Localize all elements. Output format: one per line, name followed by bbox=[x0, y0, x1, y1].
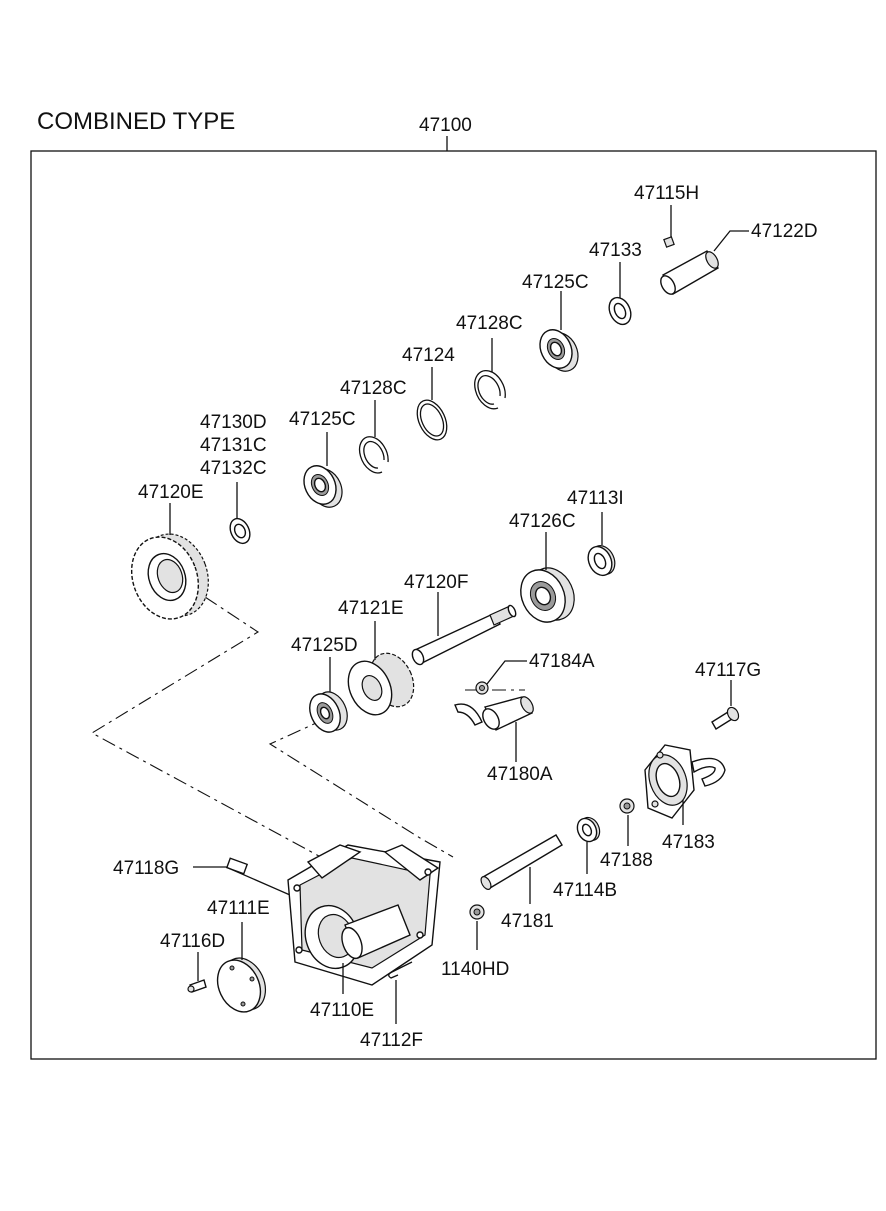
label-47112F: 47112F bbox=[360, 1030, 423, 1051]
assembly-frame bbox=[30, 150, 877, 1060]
label-47125C-lower: 47125C bbox=[289, 409, 356, 430]
part-47125C-lower-bearing[interactable] bbox=[298, 461, 348, 513]
label-47121E: 47121E bbox=[338, 598, 404, 619]
label-47125C-upper: 47125C bbox=[522, 272, 589, 293]
part-47128C-lower-snap-ring[interactable] bbox=[358, 436, 389, 474]
label-47122D: 47122D bbox=[751, 221, 818, 242]
part-47111E-cover[interactable] bbox=[209, 951, 273, 1019]
part-47188-plug[interactable] bbox=[619, 798, 635, 814]
label-47132C: 47132C bbox=[200, 458, 267, 479]
assembly-number-label: 47100 bbox=[419, 115, 472, 136]
part-47133[interactable] bbox=[605, 294, 635, 328]
part-47120F-shaft[interactable] bbox=[410, 604, 517, 666]
diagram-title: COMBINED TYPE bbox=[37, 108, 235, 135]
part-47116D-screw[interactable] bbox=[187, 979, 207, 993]
part-47130D-washer[interactable] bbox=[226, 515, 253, 546]
label-47118G: 47118G bbox=[113, 858, 179, 879]
label-47120F: 47120F bbox=[404, 572, 468, 593]
part-47128C-upper-snap-ring[interactable] bbox=[474, 369, 506, 410]
label-47181: 47181 bbox=[501, 911, 554, 932]
label-1140HD: 1140HD bbox=[441, 959, 509, 980]
label-47117G: 47117G bbox=[695, 660, 761, 681]
label-47188: 47188 bbox=[600, 850, 653, 871]
part-47110E-housing[interactable] bbox=[287, 844, 441, 986]
label-47125D: 47125D bbox=[291, 635, 358, 656]
part-47181-rod[interactable] bbox=[479, 834, 563, 891]
part-47125C-upper-bearing[interactable] bbox=[534, 325, 584, 377]
label-47113I: 47113I bbox=[567, 488, 624, 509]
part-47183-cover[interactable] bbox=[642, 744, 726, 819]
label-47128C-upper: 47128C bbox=[456, 313, 523, 334]
part-47113I-seal[interactable] bbox=[584, 542, 620, 579]
part-47184A-bolt[interactable] bbox=[475, 681, 489, 695]
label-47115H: 47115H bbox=[634, 183, 699, 204]
label-47126C: 47126C bbox=[509, 511, 576, 532]
part-47112F-pin[interactable] bbox=[388, 961, 413, 979]
label-47183: 47183 bbox=[662, 832, 715, 853]
part-47125D-bearing[interactable] bbox=[304, 687, 353, 737]
part-47126C-bearing[interactable] bbox=[513, 561, 583, 630]
label-47111E: 47111E bbox=[207, 898, 270, 919]
label-47120E: 47120E bbox=[138, 482, 204, 503]
part-47124-ring[interactable] bbox=[411, 395, 452, 444]
gear-assembly-line bbox=[90, 596, 331, 863]
part-1140HD-bolt[interactable] bbox=[469, 904, 485, 920]
label-47116D: 47116D bbox=[160, 931, 225, 952]
shaft-assembly-line bbox=[268, 718, 454, 858]
label-47131C: 47131C bbox=[200, 435, 267, 456]
label-47114B: 47114B bbox=[553, 880, 617, 901]
label-47110E: 47110E bbox=[310, 1000, 374, 1021]
part-47117G-bolt[interactable] bbox=[711, 705, 741, 730]
part-47122D[interactable] bbox=[658, 250, 721, 297]
part-47115H[interactable] bbox=[663, 236, 675, 248]
part-47114B-seal[interactable] bbox=[574, 814, 603, 844]
label-47124: 47124 bbox=[402, 345, 455, 366]
label-47184A: 47184A bbox=[529, 651, 595, 672]
part-47121E-sleeve[interactable] bbox=[340, 646, 422, 722]
label-47128C-lower: 47128C bbox=[340, 378, 407, 399]
label-47180A: 47180A bbox=[487, 764, 553, 785]
part-47180A-shift-fork[interactable] bbox=[454, 695, 536, 732]
label-47130D: 47130D bbox=[200, 412, 267, 433]
part-47120E-gear[interactable] bbox=[121, 525, 220, 629]
label-47133: 47133 bbox=[589, 240, 642, 261]
